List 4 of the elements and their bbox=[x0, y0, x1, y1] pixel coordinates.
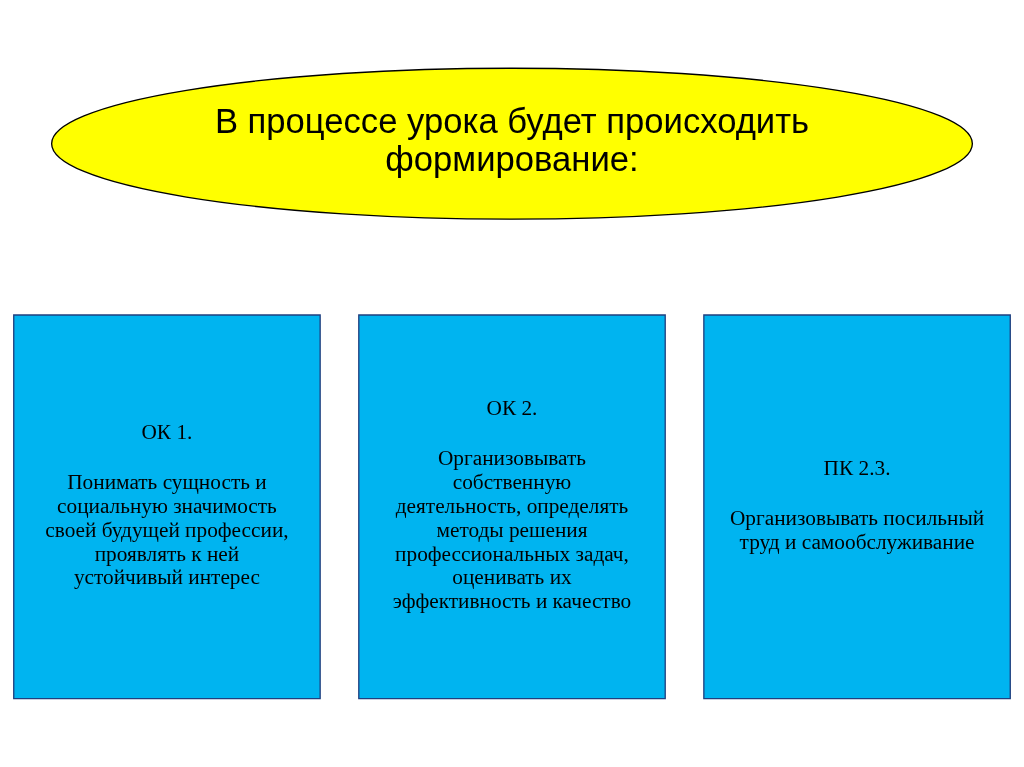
node-box: ОК 2. Организовывать собственную деятельность, определять методы решения профессиональных задач, оценивать их эффективность и качество bbox=[358, 314, 666, 700]
node-box: ПК 2.3. Организовывать посильный труд и самообслуживание bbox=[703, 314, 1011, 700]
node-ellipse: В процессе урока будет происходить формирование: bbox=[50, 67, 974, 220]
node-box: ОК 1. Понимать сущность и социальную значимость своей будущей профессии, проявлять к ней устойчивый интерес bbox=[13, 314, 321, 700]
